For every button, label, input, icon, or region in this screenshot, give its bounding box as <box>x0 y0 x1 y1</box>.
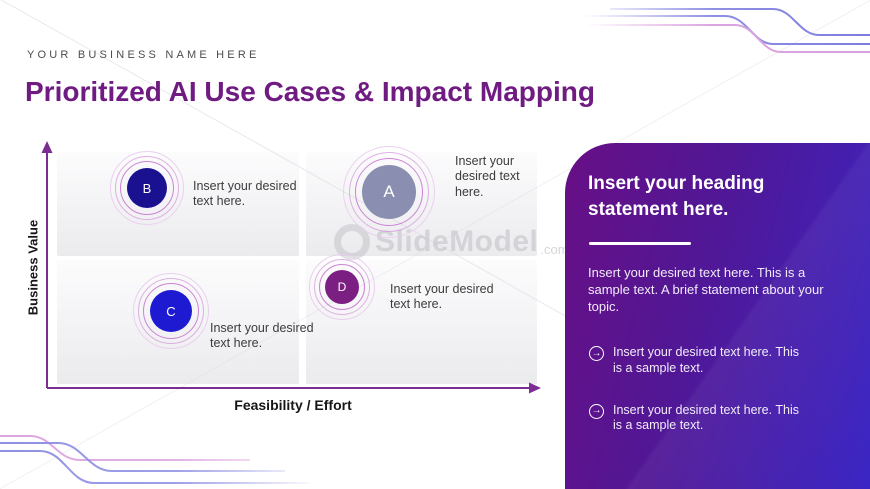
panel-divider <box>589 242 691 245</box>
circle-arrow-right-icon: → <box>589 346 604 361</box>
point-a-bubble: A <box>362 165 416 219</box>
y-axis-label: Business Value <box>25 219 41 316</box>
point-c-description: Insert your desired text here. <box>210 321 314 351</box>
point-b-bubble: B <box>127 168 167 208</box>
panel-paragraph: Insert your desired text here. This is a… <box>588 265 824 314</box>
point-a-description: Insert your desired text here. <box>455 154 520 199</box>
page-title: Prioritized AI Use Cases & Impact Mappin… <box>25 76 595 107</box>
bullet-item: → Insert your desired text here. This is… <box>589 345 805 377</box>
bullet-text: Insert your desired text here. This is a… <box>613 345 799 375</box>
panel-heading: Insert your heading statement here. <box>588 173 765 220</box>
circle-arrow-right-icon: → <box>589 403 604 419</box>
business-name-placeholder: YOUR BUSINESS NAME HERE <box>27 49 260 61</box>
point-b-description: Insert your desired text here. <box>193 179 297 209</box>
decorative-curves-bottom-left <box>0 435 310 484</box>
point-d-description: Insert your desired text here. <box>390 282 494 312</box>
point-d-bubble: D <box>325 270 359 304</box>
panel-bullet-list: → Insert your desired text here. This is… <box>589 345 805 434</box>
point-c-bubble: C <box>150 290 192 332</box>
side-panel: Insert your heading statement here. Inse… <box>565 143 870 489</box>
bullet-item: → Insert your desired text here. This is… <box>589 403 805 435</box>
x-axis-label: Feasibility / Effort <box>234 397 352 413</box>
bullet-text: Insert your desired text here. This is a… <box>613 402 799 433</box>
decorative-curves-top-right <box>585 8 870 53</box>
